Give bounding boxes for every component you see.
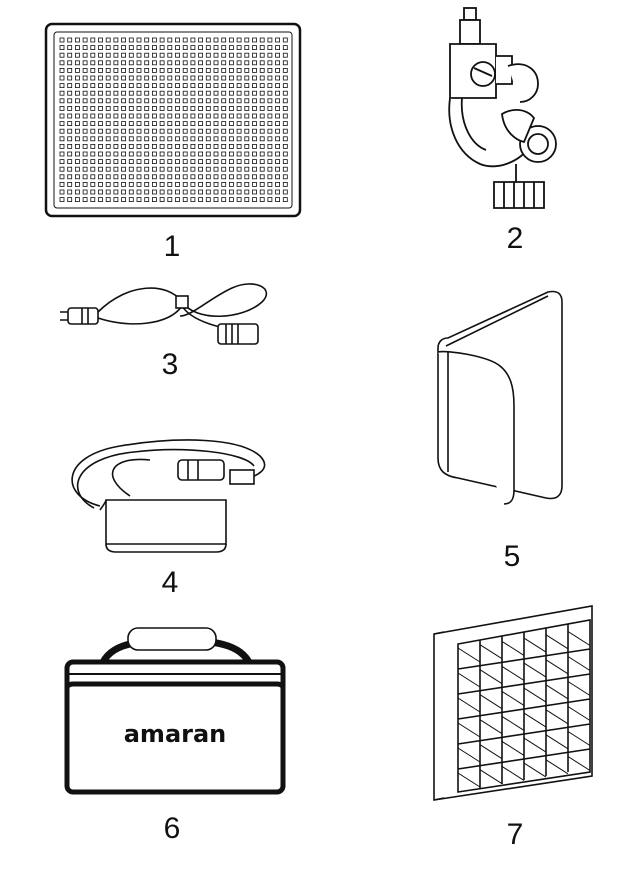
item-number-2: 2 [485,222,545,256]
item-number-5: 5 [482,540,542,574]
item-number-1: 1 [142,230,202,264]
item-number-6: 6 [142,812,202,846]
bag-brand-label: amaran [64,720,286,748]
item-grid [428,604,600,804]
item-power-adapter [60,436,280,554]
softbox-icon [428,288,578,518]
led-panel-icon [44,22,302,218]
item-number-4: 4 [140,566,200,600]
item-power-cable [58,282,278,354]
item-softbox [428,288,578,518]
item-number-3: 3 [140,348,200,382]
grid-icon [428,604,600,804]
item-led-panel [44,22,302,218]
carry-bag-icon [64,626,286,796]
item-number-7: 7 [485,818,545,852]
mounting-bracket-icon [428,4,578,214]
item-bracket [428,4,578,214]
item-carry-bag: amaran [64,626,286,796]
power-cable-icon [58,282,278,354]
power-adapter-icon [60,436,280,554]
